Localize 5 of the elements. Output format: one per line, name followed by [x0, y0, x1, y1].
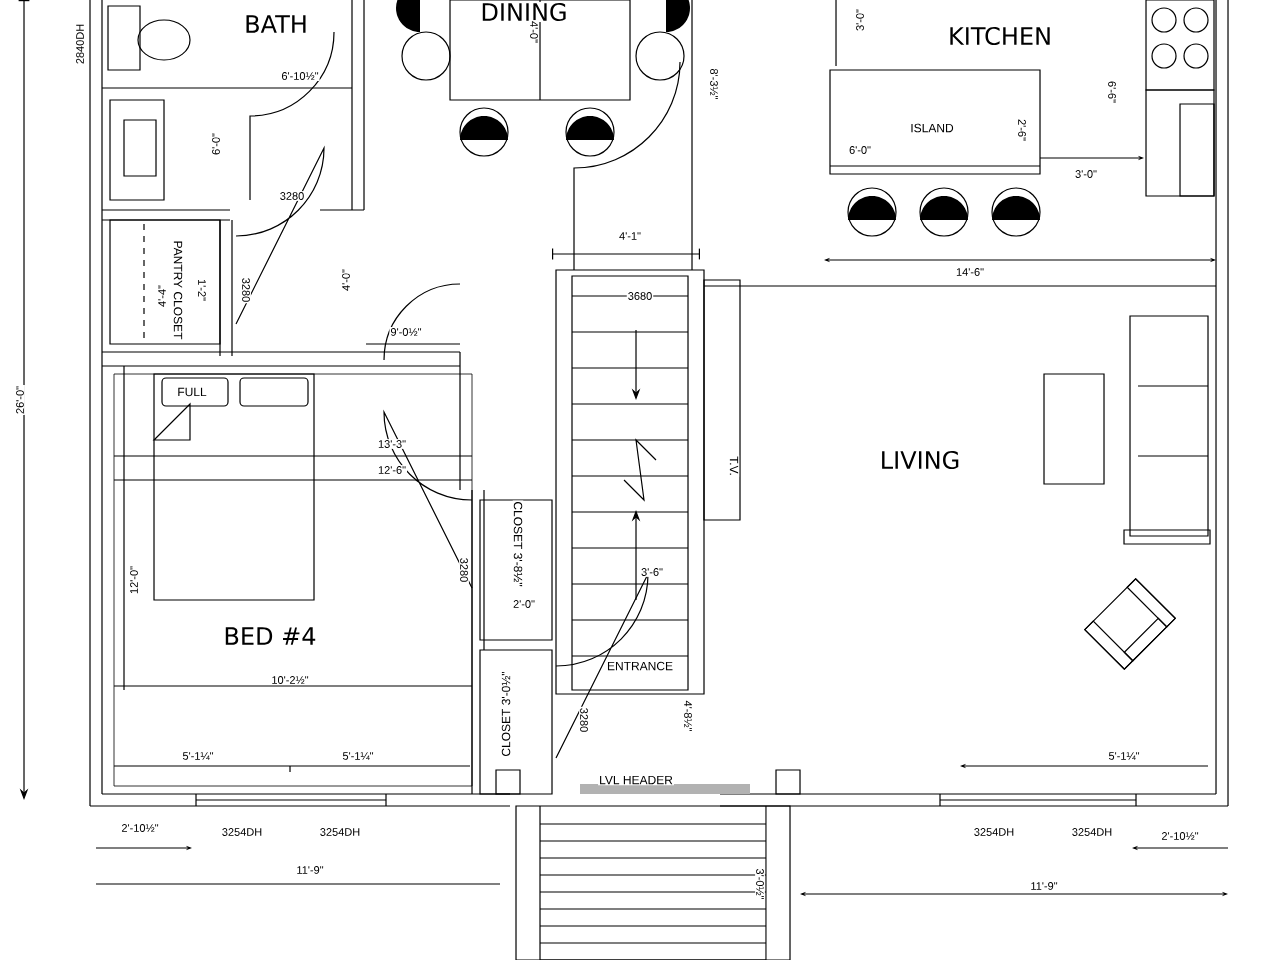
- room-name: BED #4: [222, 626, 318, 646]
- room-name: KITCHEN: [947, 25, 1053, 47]
- room-name: DINING: [479, 1, 569, 23]
- room-name: BATH: [243, 14, 309, 34]
- room-name: LIVING: [878, 449, 962, 471]
